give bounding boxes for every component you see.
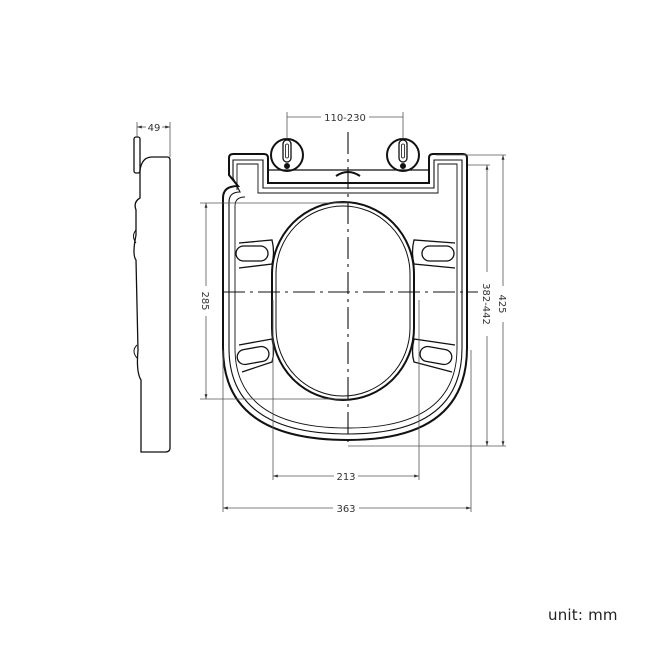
top-view: [222, 138, 468, 442]
dimension-overall-length: [348, 154, 506, 447]
dim-label-inner-opening-length: 285: [199, 291, 210, 310]
side-view: [133, 136, 171, 453]
dim-label-inner-opening-width: 213: [336, 472, 355, 483]
dimension-inner-opening-length: [200, 202, 348, 400]
dim-label-hinge-spacing: 110-230: [324, 113, 366, 124]
unit-label: unit: mm: [548, 606, 618, 624]
dim-label-overall-length: 425: [496, 294, 507, 313]
dimension-overall-width: [222, 350, 472, 512]
dim-label-overall-width: 363: [336, 504, 355, 515]
dim-label-fixing-to-front: 382-442: [480, 283, 491, 325]
dimension-side-thickness: [136, 122, 171, 157]
dimension-inner-opening-width: [272, 300, 420, 480]
center-lines: [223, 132, 478, 447]
dimension-hinge-spacing: [286, 112, 404, 139]
dim-label-side-thickness: 49: [148, 123, 161, 134]
